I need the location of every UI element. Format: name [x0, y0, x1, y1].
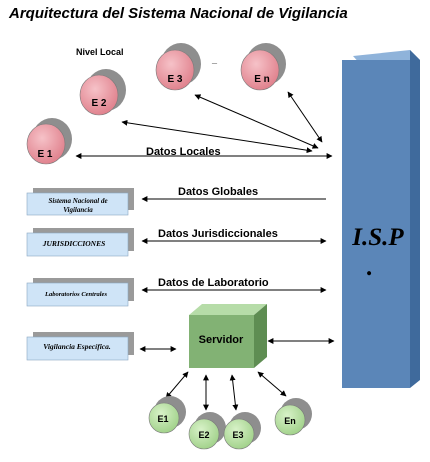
servidor-top-face: [189, 304, 267, 315]
server-node-label: E1: [157, 414, 168, 424]
local-node-label: E 2: [91, 98, 106, 109]
flow-datos-locales: Datos Locales: [146, 146, 221, 158]
box-jurisdicciones: JURISDICCIONES: [26, 228, 134, 257]
local-node-label: E 1: [37, 149, 52, 160]
isp-side-face: [410, 50, 420, 388]
box-laboratorios: Laboratorios Centrales: [26, 278, 134, 307]
servidor-label: Servidor: [199, 334, 244, 346]
server-node-label: E2: [198, 430, 209, 440]
servidor-front-face: [189, 315, 254, 368]
diagram-title: Arquitectura del Sistema Nacional de Vig…: [9, 5, 348, 22]
box-label: JURISDICCIONES: [42, 239, 106, 248]
server-node-label: En: [284, 416, 296, 426]
isp-column: I.S.P .: [342, 50, 420, 388]
servidor-side-face: [254, 304, 267, 368]
arrow-servidor-e1: [165, 371, 189, 399]
arrow-en-isp: [287, 91, 323, 143]
box-vigilancia-especifica: Vigilancia Específica.: [26, 332, 134, 361]
local-node-e2: E 2: [79, 69, 126, 116]
local-node-label: E n: [254, 74, 270, 85]
arrow-servidor-e3: [229, 374, 239, 411]
server-node-e2: E2: [188, 412, 226, 450]
server-node-e1: E1: [148, 396, 186, 434]
box-label: Vigilancia Específica.: [43, 342, 111, 351]
server-node-en: En: [274, 398, 312, 436]
arrow-servidor-en: [257, 371, 287, 397]
flow-datos-globales: Datos Globales: [178, 186, 258, 198]
box-sistema-nacional: Sistema Nacional de Vigilancia: [26, 188, 134, 216]
flow-datos-jurisdiccionales: Datos Jurisdiccionales: [158, 228, 278, 240]
ellipsis-dash: _: [211, 55, 218, 65]
nivel-local-label: Nivel Local: [76, 47, 124, 57]
servidor-cube: Servidor: [189, 304, 267, 368]
isp-dot: .: [367, 254, 373, 281]
server-node-label: E3: [232, 430, 243, 440]
flow-datos-laboratorio: Datos de Laboratorio: [158, 277, 269, 289]
local-node-e1: E 1: [26, 118, 72, 165]
server-node-e3: E3: [223, 412, 261, 450]
isp-label: I.S.P: [351, 224, 404, 251]
box-label: Laboratorios Centrales: [44, 291, 107, 298]
box-label-line2: Vigilancia: [63, 206, 93, 214]
local-node-label: E 3: [167, 74, 182, 85]
local-node-en: E n: [240, 43, 286, 91]
local-node-e3: E 3: [155, 43, 201, 91]
box-label: Sistema Nacional de: [48, 197, 107, 205]
isp-front-face: [342, 60, 410, 388]
arrow-e3-isp: [194, 94, 319, 149]
arrow-e2-isp: [121, 119, 313, 154]
